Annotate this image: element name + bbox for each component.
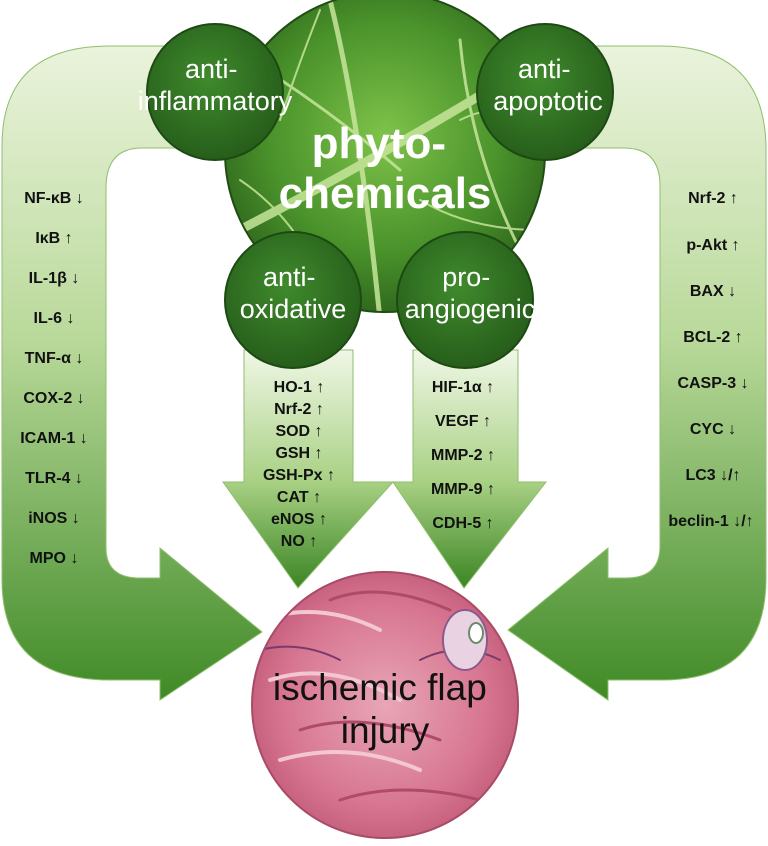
flap-injury-title-1: ischemic flap: [273, 667, 487, 708]
svg-text:anti- oxidative: anti- oxidative: [240, 262, 347, 324]
marker-item: BAX ↓: [690, 283, 736, 300]
marker-item: GSH ↑: [275, 445, 322, 462]
anti-oxidative-markers: HO-1 ↑ Nrf-2 ↑ SOD ↑ GSH ↑ GSH-Px ↑ CAT …: [263, 379, 335, 550]
phytochemicals-title-2: chemicals: [279, 169, 492, 218]
anti-oxidative-circle: [224, 231, 362, 369]
angiogenic-down-arrow: [392, 349, 548, 589]
marker-item: NO ↑: [281, 533, 317, 550]
anti-apoptotic-circle: [476, 23, 614, 161]
marker-item: LC3 ↓/↑: [685, 467, 740, 484]
pro-angiogenic-title-1: pro-: [442, 262, 490, 292]
anti-oxidative-title-1: anti-: [263, 262, 316, 292]
tissue-histology-circle: [251, 571, 519, 839]
marker-item: MMP-2 ↑: [431, 447, 495, 464]
marker-item: Nrf-2 ↑: [688, 190, 738, 207]
marker-item: IL-6 ↓: [34, 310, 75, 327]
oxidative-down-arrow: [222, 349, 395, 589]
pro-angiogenic-title-2: angiogenic: [405, 294, 536, 324]
marker-item: TNF-α ↓: [25, 350, 84, 367]
marker-item: CAT ↑: [277, 489, 321, 506]
pro-angiogenic-circle: [396, 231, 534, 369]
marker-item: HIF-1α ↑: [432, 379, 494, 396]
marker-item: CASP-3 ↓: [677, 375, 748, 392]
marker-item: Nrf-2 ↑: [274, 401, 324, 418]
anti-apoptotic-title-2: apoptotic: [493, 86, 603, 116]
anti-oxidative-title-2: oxidative: [240, 294, 347, 324]
marker-item: VEGF ↑: [435, 413, 491, 430]
marker-item: IL-1β ↓: [29, 270, 80, 287]
marker-item: beclin-1 ↓/↑: [668, 513, 753, 530]
marker-item: CDH-5 ↑: [432, 515, 493, 532]
marker-item: eNOS ↑: [271, 511, 327, 528]
anti-inflammatory-title-2: inflammatory: [138, 86, 293, 116]
svg-text:pro- angiogenic: pro- angiogenic: [405, 262, 536, 324]
marker-item: CYC ↓: [690, 421, 736, 438]
right-arrow-band: [479, 45, 767, 701]
marker-item: ICAM-1 ↓: [20, 430, 88, 447]
phytochemicals-title-1: phyto-: [312, 119, 446, 168]
svg-text:phyto- chemicals: phyto- chemicals: [279, 119, 492, 218]
flap-injury-title-2: injury: [341, 710, 430, 751]
anti-apoptotic-markers: Nrf-2 ↑ p-Akt ↑ BAX ↓ BCL-2 ↑ CASP-3 ↓ C…: [668, 190, 753, 530]
marker-item: p-Akt ↑: [686, 237, 739, 254]
svg-text:anti- inflammatory: anti- inflammatory: [138, 54, 293, 116]
marker-item: IκB ↑: [35, 230, 72, 247]
marker-item: BCL-2 ↑: [683, 329, 743, 346]
anti-inflammatory-markers: NF-κB ↓ IκB ↑ IL-1β ↓ IL-6 ↓ TNF-α ↓ COX…: [20, 190, 88, 567]
anti-inflammatory-title-1: anti-: [185, 54, 238, 84]
marker-item: MMP-9 ↑: [431, 481, 495, 498]
pro-angiogenic-markers: HIF-1α ↑ VEGF ↑ MMP-2 ↑ MMP-9 ↑ CDH-5 ↑: [431, 379, 495, 532]
left-arrow-band: [1, 45, 299, 701]
anti-apoptotic-title-1: anti-: [518, 54, 571, 84]
marker-item: TLR-4 ↓: [25, 470, 83, 487]
svg-text:anti- apoptotic: anti- apoptotic: [493, 54, 603, 116]
svg-text:ischemic flap injury: ischemic flap injury: [273, 667, 497, 751]
marker-item: COX-2 ↓: [23, 390, 84, 407]
marker-item: GSH-Px ↑: [263, 467, 335, 484]
marker-item: SOD ↑: [275, 423, 322, 440]
marker-item: iNOS ↓: [28, 510, 80, 527]
anti-inflammatory-circle: [146, 23, 284, 161]
marker-item: MPO ↓: [30, 550, 79, 567]
marker-item: NF-κB ↓: [24, 190, 84, 207]
marker-item: HO-1 ↑: [274, 379, 325, 396]
